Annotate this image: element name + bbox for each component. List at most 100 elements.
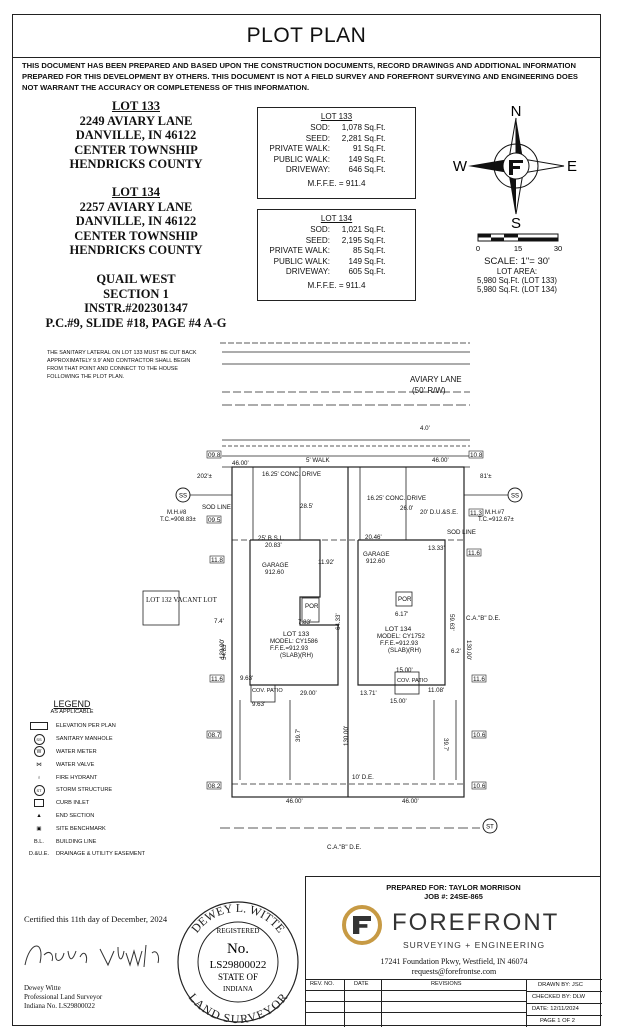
lot133-township: CENTER TOWNSHIP	[74, 142, 198, 157]
scale-tick-15: 15	[514, 244, 522, 253]
easement-abbr: D.&U.E.	[28, 851, 50, 858]
legend: LEGEND AS APPLICABLE ELEVATION PER PLAN …	[22, 699, 202, 861]
subdivision-instr: INSTR.#202301347	[84, 301, 188, 316]
surveyor-name: Dewey Witte	[24, 984, 61, 992]
svg-text:INDIANA: INDIANA	[223, 985, 253, 993]
lot-area-title: LOT AREA:	[496, 267, 538, 276]
scale-tick-0: 0	[476, 244, 480, 253]
subdivision-info: QUAIL WEST SECTION 1 INSTR.#202301347 P.…	[20, 272, 252, 330]
surveyor-block: Dewey Witte Professional Land Surveyor I…	[24, 984, 102, 1011]
box133-mffe: M.F.F.E. = 911.4	[307, 179, 366, 189]
prepared-for: PREPARED FOR: TAYLOR MORRISON	[386, 883, 521, 892]
end-section-icon: ▲	[36, 812, 42, 819]
curb-inlet-icon	[22, 799, 56, 808]
subdivision-name: QUAIL WEST	[96, 272, 176, 286]
sanitary-lateral-note: THE SANITARY LATERAL ON LOT 133 MUST BE …	[47, 350, 197, 380]
legend-item: B.L.BUILDING LINE	[22, 835, 202, 848]
lot133-city: DANVILLE, IN 46122	[75, 128, 197, 143]
title-block: PREPARED FOR: TAYLOR MORRISON JOB #: 24S…	[305, 876, 602, 1027]
water-valve-icon: ⋈	[36, 761, 42, 768]
scale-bar: 0 15 30	[476, 233, 562, 253]
legend-subtitle: AS APPLICABLE	[50, 709, 94, 715]
sheet-border	[12, 14, 601, 1026]
building-line-abbr: B.L.	[34, 838, 44, 845]
certification: Certified this 11th day of December, 202…	[24, 914, 168, 924]
legend-item: ♁FIRE HYDRANT	[22, 771, 202, 784]
svg-text:LS29800022: LS29800022	[210, 959, 267, 971]
disclaimer: THIS DOCUMENT HAS BEEN PREPARED AND BASE…	[22, 61, 578, 92]
sanitary-manhole-icon: SS	[22, 733, 56, 745]
lot133-info: LOT 133 2249 AVIARY LANE DANVILLE, IN 46…	[20, 99, 252, 172]
storm-structure-icon: ST	[22, 784, 56, 796]
svg-text:LAND SURVEYOR: LAND SURVEYOR	[186, 990, 290, 1026]
compass-s: S	[511, 215, 521, 232]
legend-item: ELEVATION PER PLAN	[22, 720, 202, 733]
svg-text:No.: No.	[227, 941, 249, 957]
lot134-city: DANVILLE, IN 46122	[75, 214, 197, 229]
company-address: 17241 Foundation Pkwy, Westfield, IN 460…	[380, 957, 528, 966]
elevation-box-icon	[22, 722, 56, 731]
legend-item: ⋈WATER VALVE	[22, 758, 202, 771]
lot-area-133: 5,980 Sq.Ft. (LOT 133)	[476, 276, 558, 285]
company-email: requests@forefrontse.com	[411, 967, 497, 976]
legend-item: ▣SITE BENCHMARK	[22, 822, 202, 835]
surveyor-license: Indiana No. LS29800022	[24, 1002, 95, 1010]
box133-title: LOT 133	[320, 112, 353, 121]
page-number: PAGE 1 OF 2	[540, 1018, 576, 1024]
north-arrow-compass: N S E W	[453, 103, 577, 232]
lot134-county: HENDRICKS COUNTY	[69, 243, 203, 258]
legend-item: D.&U.E.DRAINAGE & UTILITY EASEMENT	[22, 848, 202, 861]
box134-title: LOT 134	[320, 214, 353, 223]
brand-name: FOREFRONT	[392, 909, 560, 936]
drawn-by: DRAWN BY: JSC	[538, 982, 583, 988]
lot134-township: CENTER TOWNSHIP	[74, 228, 198, 243]
legend-item: CURB INLET	[22, 797, 202, 810]
subdivision-section: SECTION 1	[103, 286, 169, 301]
forefront-logo-icon	[342, 905, 382, 945]
compass-e: E	[567, 158, 577, 175]
checked-by: CHECKED BY: DLW	[532, 994, 586, 1000]
lot134-heading: LOT 134	[111, 185, 161, 199]
svg-text:STATE OF: STATE OF	[218, 972, 258, 982]
lot134-info: LOT 134 2257 AVIARY LANE DANVILLE, IN 46…	[20, 185, 252, 258]
lot133-county: HENDRICKS COUNTY	[69, 157, 203, 172]
lot133-heading: LOT 133	[111, 99, 161, 113]
lot134-address: 2257 AVIARY LANE	[79, 199, 193, 214]
job-number: JOB #: 24SE-865	[424, 892, 483, 901]
scale-info: SCALE: 1"= 30' LOT AREA: 5,980 Sq.Ft. (L…	[462, 256, 572, 294]
benchmark-icon: ▣	[36, 825, 42, 832]
subdivision-slide: P.C.#9, SLIDE #18, PAGE #4 A-G	[45, 315, 227, 330]
signature-image	[24, 944, 159, 968]
box134-mffe: M.F.F.E. = 911.4	[307, 281, 366, 291]
surveyor-seal: DEWEY L. WITTE LAND SURVEYOR REGISTERED …	[177, 901, 299, 1026]
page-title: PLOT PLAN	[12, 14, 601, 58]
compass-w: W	[453, 158, 468, 175]
scale-tick-30: 30	[554, 244, 562, 253]
svg-text:REGISTERED: REGISTERED	[217, 927, 260, 935]
water-meter-icon: W	[22, 746, 56, 758]
brand-tagline: SURVEYING + ENGINEERING	[403, 940, 546, 950]
drawing-date: DATE: 12/11/2024	[532, 1006, 579, 1012]
fire-hydrant-icon: ♁	[36, 774, 42, 781]
date-header: DATE	[354, 981, 369, 987]
legend-item: ▲END SECTION	[22, 810, 202, 823]
lot-area-134: 5,980 Sq.Ft. (LOT 134)	[476, 285, 558, 294]
lot133-address: 2249 AVIARY LANE	[79, 113, 193, 128]
